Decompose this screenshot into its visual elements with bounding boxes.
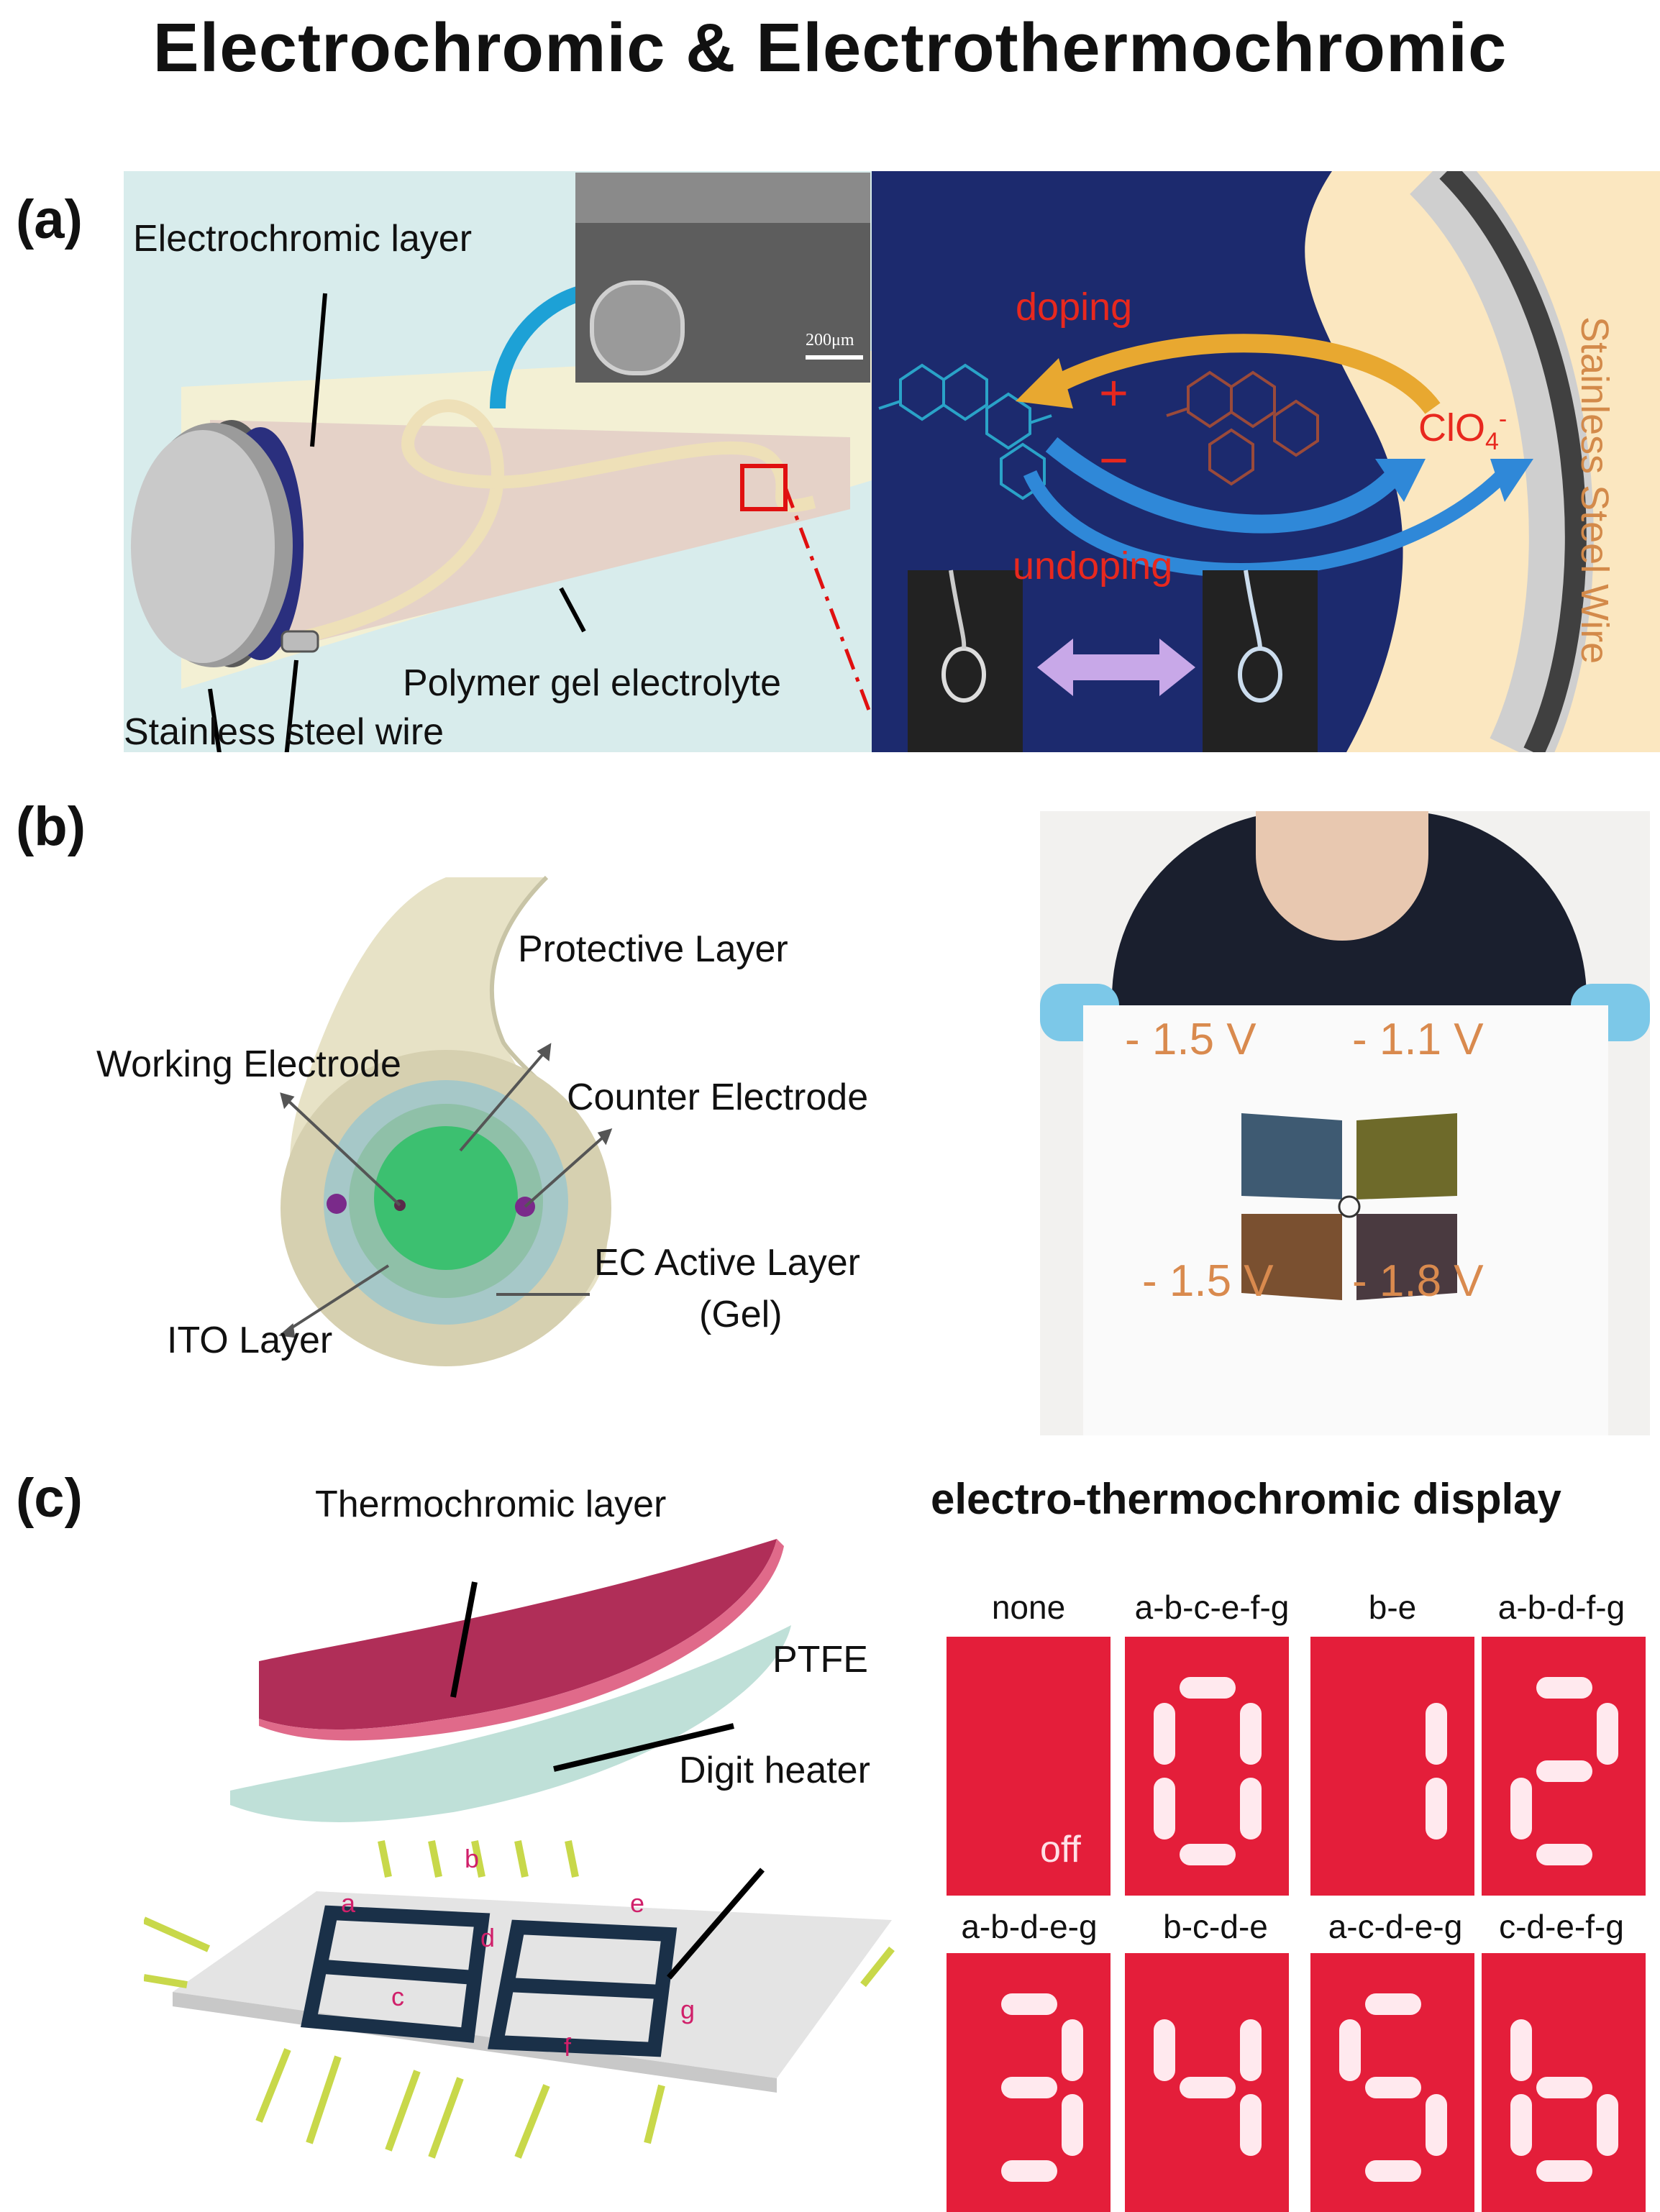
segment-letter-d: d — [480, 1923, 496, 1952]
label-gel: (Gel) — [699, 1294, 783, 1335]
digit-three — [947, 1953, 1111, 2212]
scale-bar-label: 200μm — [806, 331, 854, 349]
digit-four — [1125, 1953, 1289, 2212]
label-perchlorate-ion: ClO4- — [1418, 406, 1507, 456]
voltage-label-top-left: - 1.5 V — [1125, 1015, 1257, 1064]
segment-letter-e: e — [630, 1888, 645, 1918]
label-doping: doping — [1016, 285, 1133, 329]
ion-subscript: 4 — [1485, 427, 1499, 455]
caption-row2-3: a-c-d-e-g — [1328, 1908, 1463, 1945]
textile-photo — [1040, 811, 1650, 1435]
digit-two — [1482, 1637, 1646, 1896]
label-ec-active-layer: EC Active Layer — [594, 1242, 860, 1284]
label-digit-heater: Digit heater — [679, 1750, 870, 1791]
minus-sign: − — [1099, 432, 1128, 488]
digit-five — [1310, 1953, 1474, 2212]
panel-a-label: (a) — [16, 189, 83, 250]
label-ptfe: PTFE — [772, 1639, 868, 1681]
caption-row2-1: a-b-d-e-g — [961, 1908, 1098, 1945]
display-title: electro-thermochromic display — [931, 1475, 1561, 1523]
panel-b-label: (b) — [16, 796, 86, 857]
label-stainless-steel-wire: Stainless steel wire — [124, 711, 444, 753]
caption-row1-1: none — [991, 1589, 1066, 1626]
digit-zero — [1125, 1637, 1289, 1896]
caption-row1-3: b-e — [1368, 1589, 1417, 1626]
label-stainless-steel-wire-vertical: Stainless Steel Wire — [1573, 316, 1616, 664]
voltage-label-bottom-left: - 1.5 V — [1142, 1256, 1274, 1306]
doping-mechanism — [872, 171, 1660, 752]
label-polymer-gel: Polymer gel electrolyte — [403, 662, 781, 704]
caption-row1-2: a-b-c-e-f-g — [1134, 1589, 1290, 1626]
fiber-cross-section — [278, 875, 613, 1366]
voltage-label-bottom-right: - 1.8 V — [1352, 1256, 1484, 1306]
label-working-electrode: Working Electrode — [96, 1043, 401, 1085]
label-electrochromic-layer: Electrochromic layer — [133, 218, 473, 260]
sem-image: 200μm — [575, 173, 870, 383]
caption-row1-4: a-b-d-f-g — [1497, 1589, 1625, 1626]
digit-one — [1310, 1637, 1474, 1896]
label-counter-electrode: Counter Electrode — [567, 1077, 869, 1118]
label-undoping: undoping — [1013, 544, 1173, 588]
panel-c-label: (c) — [16, 1468, 83, 1529]
digit-six — [1482, 1953, 1646, 2212]
segment-letter-g: g — [680, 1995, 696, 2024]
label-protective-layer: Protective Layer — [518, 928, 788, 970]
segment-letter-c: c — [391, 1982, 404, 2011]
voltage-label-top-right: - 1.1 V — [1352, 1015, 1484, 1064]
plus-sign: + — [1099, 365, 1128, 421]
display-layer-stack — [144, 1539, 895, 2159]
segment-letter-a: a — [341, 1888, 356, 1918]
page-title: Electrochromic & Electrothermochromic — [152, 9, 1508, 86]
segment-letter-b: b — [465, 1844, 480, 1873]
label-thermochromic-layer: Thermochromic layer — [315, 1484, 667, 1525]
ion-name: ClO — [1418, 406, 1485, 449]
off-label: off — [1040, 1829, 1081, 1870]
caption-row2-4: c-d-e-f-g — [1499, 1908, 1624, 1945]
ion-superscript: - — [1498, 406, 1508, 433]
segment-letter-f: f — [564, 2032, 572, 2062]
label-ito-layer: ITO Layer — [167, 1320, 333, 1361]
caption-row2-2: b-c-d-e — [1163, 1908, 1268, 1945]
digit-off: off — [947, 1637, 1111, 1896]
